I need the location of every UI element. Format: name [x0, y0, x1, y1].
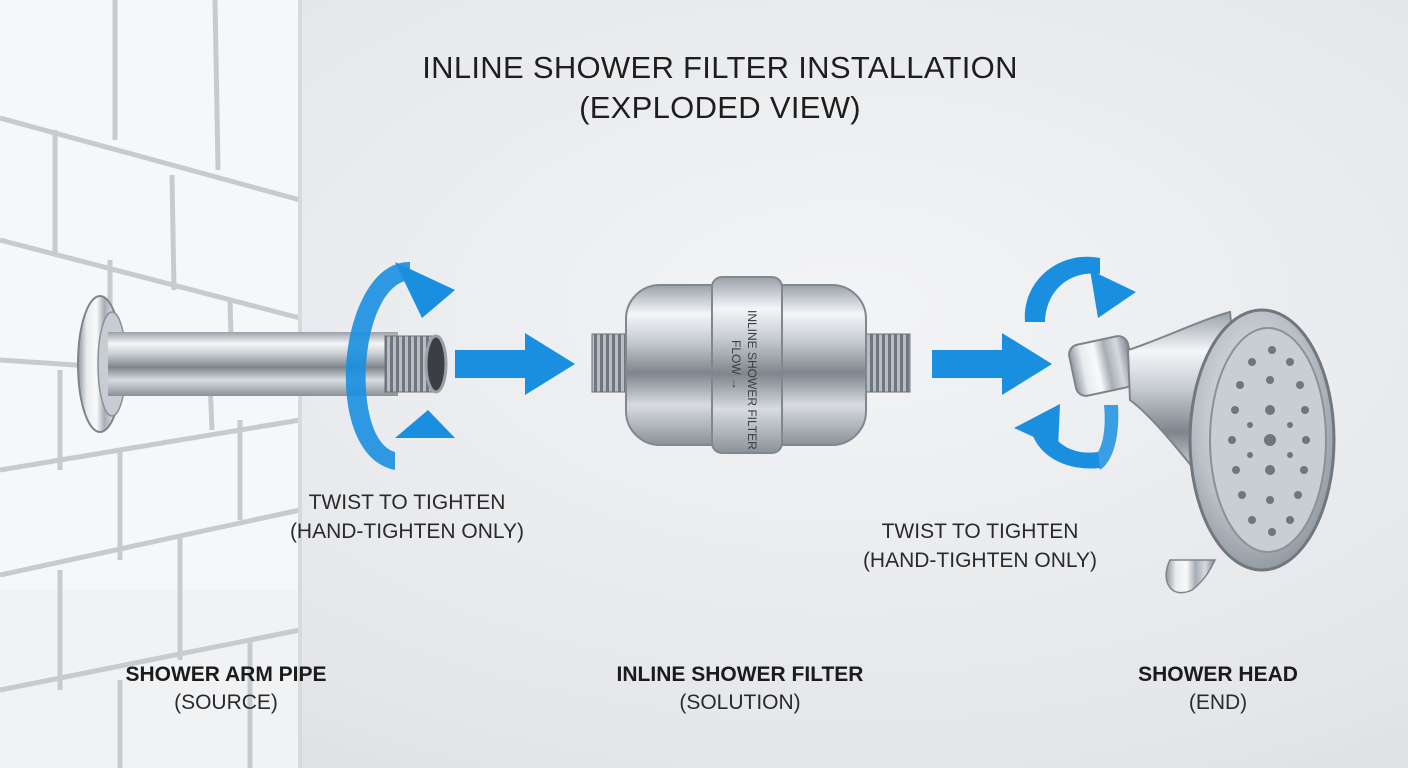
label-shower-head: SHOWER HEAD (END) [1108, 661, 1328, 717]
label-inline-filter-role: (SOLUTION) [679, 691, 801, 714]
title-line-2: (EXPLODED VIEW) [579, 90, 861, 125]
flow-arrow-2-icon [932, 333, 1052, 395]
twist-note-left-line-2: (HAND-TIGHTEN ONLY) [289, 520, 525, 543]
inline-filter-body: INLINE SHOWER FILTER FLOW → [591, 276, 911, 454]
filter-engraving-name: INLINE SHOWER FILTER [745, 310, 759, 450]
label-shower-arm-pipe: SHOWER ARM PIPE (SOURCE) [96, 661, 356, 717]
filter-engraving-flow: FLOW → [729, 340, 743, 390]
label-shower-head-role: (END) [1188, 691, 1248, 714]
tile-wall [0, 0, 302, 768]
label-shower-arm-pipe-name: SHOWER ARM PIPE [125, 663, 327, 686]
label-shower-head-name: SHOWER HEAD [1138, 663, 1298, 686]
flow-arrow-1-icon [455, 333, 575, 395]
twist-note-right: TWIST TO TIGHTEN (HAND-TIGHTEN ONLY) [835, 517, 1125, 575]
shower-head [1068, 308, 1336, 594]
twist-note-right-line-2: (HAND-TIGHTEN ONLY) [862, 549, 1098, 572]
twist-note-left-line-1: TWIST TO TIGHTEN [308, 491, 506, 514]
label-shower-arm-pipe-role: (SOURCE) [174, 691, 278, 714]
twist-arrow-left-icon [345, 261, 455, 470]
twist-note-left: TWIST TO TIGHTEN (HAND-TIGHTEN ONLY) [262, 488, 552, 546]
label-inline-filter: INLINE SHOWER FILTER (SOLUTION) [590, 661, 890, 717]
label-inline-filter-name: INLINE SHOWER FILTER [616, 663, 864, 686]
twist-arrow-right-icon [1014, 256, 1136, 470]
page-title: INLINE SHOWER FILTER INSTALLATION (EXPLO… [360, 48, 1080, 128]
title-line-1: INLINE SHOWER FILTER INSTALLATION [422, 50, 1018, 85]
twist-note-right-line-1: TWIST TO TIGHTEN [881, 520, 1079, 543]
